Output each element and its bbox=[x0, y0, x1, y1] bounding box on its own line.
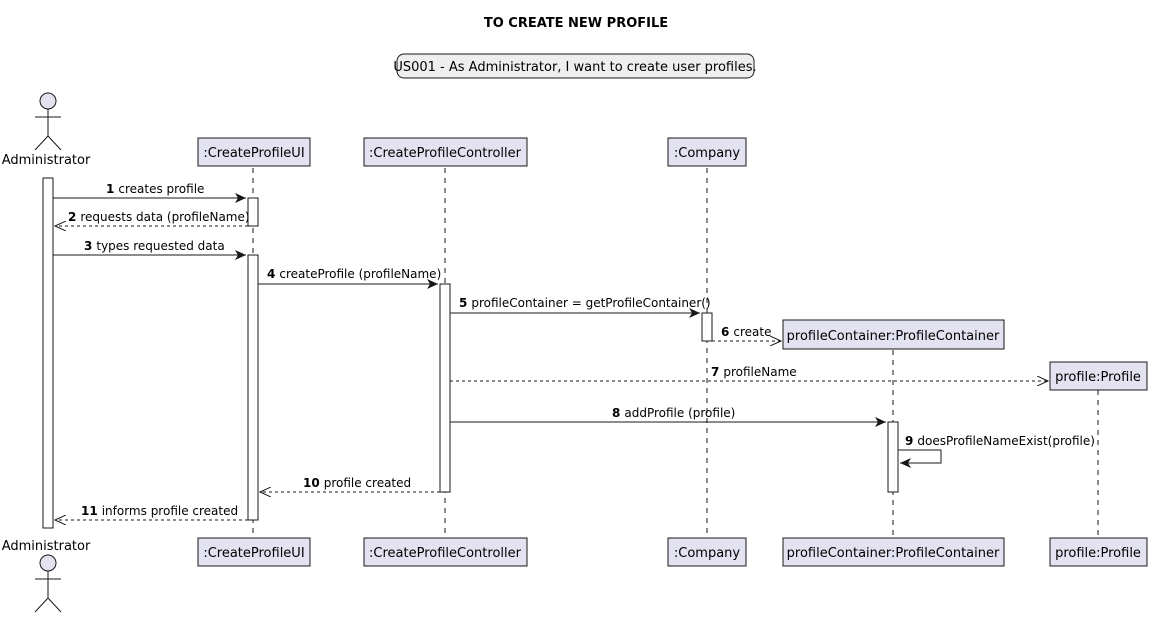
participant-label: :CreateProfileUI bbox=[203, 146, 304, 161]
activation-ui-1 bbox=[247, 197, 259, 227]
participant-label: profileContainer:ProfileContainer bbox=[787, 329, 1000, 344]
message-text: creates profile bbox=[118, 182, 204, 196]
participant-ui-top: :CreateProfileUI bbox=[197, 137, 311, 167]
activation-controller bbox=[439, 283, 451, 493]
participant-label: :Company bbox=[674, 546, 741, 561]
participant-label: profile:Profile bbox=[1055, 370, 1141, 385]
message-4: 4 createProfile (profileName) bbox=[258, 267, 441, 289]
participant-label: :CreateProfileUI bbox=[203, 546, 304, 561]
activation-bars bbox=[247, 197, 899, 521]
message-10: 10 profile created bbox=[260, 476, 440, 492]
message-9: 9 doesProfileNameExist(profile) bbox=[898, 434, 1095, 468]
message-number: 5 bbox=[459, 296, 467, 310]
activation-company bbox=[701, 312, 713, 342]
message-3: 3 types requested data bbox=[53, 239, 246, 260]
user-story-note: US001 - As Administrator, I want to crea… bbox=[393, 53, 757, 79]
participant-label: profileContainer:ProfileContainer bbox=[787, 546, 1000, 561]
message-text: create bbox=[733, 325, 771, 339]
participant-profile-container-bottom: profileContainer:ProfileContainer bbox=[782, 537, 1005, 567]
participant-company-bottom: :Company bbox=[667, 537, 747, 567]
message-text: informs profile created bbox=[102, 504, 238, 518]
message-2: 2 requests data (profileName) bbox=[55, 210, 250, 226]
message-number: 1 bbox=[106, 182, 114, 196]
message-number: 10 bbox=[303, 476, 320, 490]
participant-profile-bottom: profile:Profile bbox=[1049, 537, 1148, 567]
message-number: 11 bbox=[81, 504, 98, 518]
message-7: 7 profileName bbox=[450, 365, 1048, 381]
participant-label: :CreateProfileController bbox=[369, 146, 522, 161]
message-text: profileContainer = getProfileContainer() bbox=[471, 296, 710, 310]
message-number: 9 bbox=[905, 434, 913, 448]
activation-profile-container bbox=[887, 421, 899, 493]
actor-label-top: Administrator bbox=[2, 153, 91, 168]
participant-company-top: :Company bbox=[667, 137, 747, 167]
lifeline-actor bbox=[42, 177, 54, 529]
actor-figure-bottom bbox=[34, 554, 62, 613]
message-11: 11 informs profile created bbox=[55, 504, 248, 520]
participant-controller-bottom: :CreateProfileController bbox=[363, 537, 528, 567]
actor-label-bottom: Administrator bbox=[2, 539, 91, 554]
message-number: 7 bbox=[711, 365, 719, 379]
message-6: 6 create bbox=[712, 325, 781, 341]
participant-ui-bottom: :CreateProfileUI bbox=[197, 537, 311, 567]
actor-figure-top bbox=[34, 92, 62, 151]
message-number: 8 bbox=[612, 406, 620, 420]
message-text: profile created bbox=[324, 476, 411, 490]
participant-profile-created: profile:Profile bbox=[1049, 361, 1148, 391]
diagram-title: TO CREATE NEW PROFILE bbox=[484, 16, 668, 31]
message-text: requests data (profileName) bbox=[80, 210, 249, 224]
participant-label: :CreateProfileController bbox=[369, 546, 522, 561]
participant-profile-container-created: profileContainer:ProfileContainer bbox=[782, 319, 1005, 350]
message-text: addProfile (profile) bbox=[624, 406, 735, 420]
message-number: 2 bbox=[68, 210, 76, 224]
participant-controller-top: :CreateProfileController bbox=[363, 137, 528, 167]
message-text: doesProfileNameExist(profile) bbox=[917, 434, 1095, 448]
message-text: profileName bbox=[723, 365, 796, 379]
actor-head bbox=[39, 554, 57, 572]
message-8: 8 addProfile (profile) bbox=[450, 406, 886, 427]
message-5: 5 profileContainer = getProfileContainer(… bbox=[450, 296, 711, 318]
participant-label: :Company bbox=[674, 146, 741, 161]
message-number: 3 bbox=[84, 239, 92, 253]
user-story-note-text: US001 - As Administrator, I want to crea… bbox=[393, 60, 756, 75]
activation-ui-2 bbox=[247, 254, 259, 521]
participant-label: profile:Profile bbox=[1055, 546, 1141, 561]
message-text: types requested data bbox=[96, 239, 224, 253]
message-text: createProfile (profileName) bbox=[279, 267, 441, 281]
actor-head bbox=[39, 92, 57, 110]
message-1: 1 creates profile bbox=[53, 182, 246, 203]
message-number: 6 bbox=[721, 325, 729, 339]
message-number: 4 bbox=[267, 267, 275, 281]
